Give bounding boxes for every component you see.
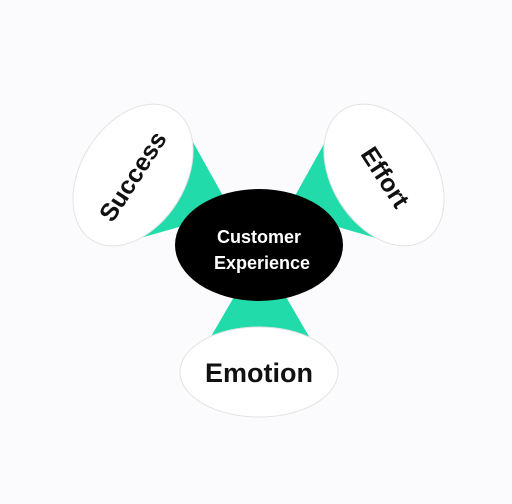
node-emotion-bubble [179, 326, 339, 418]
center-label-line2: Experience [214, 253, 310, 273]
node-effort-bubble [323, 103, 445, 247]
node-emotion-label: Emotion [205, 358, 313, 388]
node-success-bubble [72, 103, 194, 247]
center-ellipse [175, 189, 343, 301]
center-label-line1: Customer [217, 227, 301, 247]
